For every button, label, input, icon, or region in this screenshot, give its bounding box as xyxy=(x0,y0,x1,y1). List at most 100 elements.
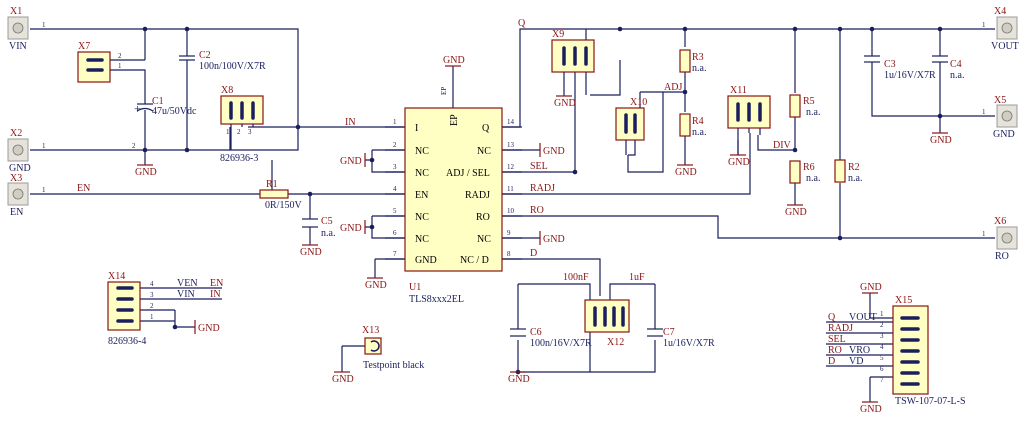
svg-text:12: 12 xyxy=(507,163,515,171)
svg-text:2: 2 xyxy=(132,142,136,150)
svg-text:1: 1 xyxy=(42,142,46,150)
svg-text:RADJ: RADJ xyxy=(465,190,490,201)
svg-text:4: 4 xyxy=(150,280,154,288)
gnd-label: GND xyxy=(365,280,387,291)
svg-text:2: 2 xyxy=(393,141,397,149)
x3-label: EN xyxy=(10,207,23,218)
svg-text:7: 7 xyxy=(393,250,397,258)
gnd-symbol: GND xyxy=(675,164,697,178)
svg-text:NC / D: NC / D xyxy=(460,255,489,266)
gnd-label: GND xyxy=(340,223,362,234)
r3-value: n.a. xyxy=(692,63,706,74)
svg-text:I: I xyxy=(415,123,418,134)
gnd-label: GND xyxy=(785,207,807,218)
svg-text:2: 2 xyxy=(880,321,884,329)
svg-text:8: 8 xyxy=(507,250,511,258)
svg-text:1: 1 xyxy=(150,313,154,321)
svg-text:NC: NC xyxy=(477,146,491,157)
resistor-r3: R3 n.a. xyxy=(679,49,706,74)
c3-ref: C3 xyxy=(884,59,896,70)
gnd-symbol: GND xyxy=(508,371,530,385)
r4-value: n.a. xyxy=(692,127,706,138)
svg-text:SEL: SEL xyxy=(828,334,846,345)
c3-value: 1u/16V/X7R xyxy=(884,70,936,81)
gnd-symbol: GND xyxy=(135,164,157,178)
net-div: DIV xyxy=(773,140,792,151)
svg-text:14: 14 xyxy=(507,118,515,126)
svg-text:VIN: VIN xyxy=(177,289,195,300)
x5-ref: X5 xyxy=(994,95,1006,106)
x1-ref: X1 xyxy=(10,6,22,17)
svg-text:1: 1 xyxy=(42,21,46,29)
capacitor-c6: C6 100n/16V/X7R xyxy=(510,327,592,349)
net-en: EN xyxy=(77,183,90,194)
svg-text:D: D xyxy=(828,356,835,367)
x8-ref: X8 xyxy=(221,85,233,96)
x12-label-100nf: 100nF xyxy=(563,272,589,283)
gnd-symbol: GND xyxy=(930,132,952,146)
svg-text:RO: RO xyxy=(828,345,842,356)
svg-text:4: 4 xyxy=(880,343,884,351)
connector-x10: X10 xyxy=(615,92,647,156)
svg-text:13: 13 xyxy=(507,141,515,149)
gnd-label: GND xyxy=(860,282,882,293)
svg-text:2: 2 xyxy=(150,302,154,310)
gnd-symbol: GND xyxy=(728,154,750,168)
svg-text:5: 5 xyxy=(880,354,884,362)
svg-text:2: 2 xyxy=(237,128,241,136)
gnd-label: GND xyxy=(543,146,565,157)
svg-text:6: 6 xyxy=(880,365,884,373)
svg-text:VOUT: VOUT xyxy=(849,312,877,323)
x9-ref: X9 xyxy=(552,29,564,40)
x15-ref: X15 xyxy=(895,295,912,306)
gnd-symbol: GND xyxy=(365,277,387,291)
capacitor-c1: + C1 47u/50Vdc xyxy=(134,96,197,126)
r5-value: n.a. xyxy=(806,107,820,118)
svg-text:NC: NC xyxy=(477,234,491,245)
r6-ref: R6 xyxy=(803,162,815,173)
svg-text:3: 3 xyxy=(393,163,397,171)
ic-u1: U1 TLS8xxx2EL I NC NC EN NC NC GND Q NC … xyxy=(385,66,522,305)
svg-text:NC: NC xyxy=(415,146,429,157)
svg-text:1: 1 xyxy=(226,128,230,136)
gnd-symbol: GND xyxy=(539,231,565,245)
resistor-r5: R5 n.a. xyxy=(789,94,820,118)
r1-ref: R1 xyxy=(266,179,278,190)
r2-value: n.a. xyxy=(848,173,862,184)
gnd-label: GND xyxy=(543,234,565,245)
svg-text:1: 1 xyxy=(118,62,122,70)
connector-x3: X3 EN 1 xyxy=(7,173,46,218)
svg-text:Q: Q xyxy=(482,123,490,134)
resistor-r2: R2 n.a. xyxy=(834,159,862,184)
svg-text:EN: EN xyxy=(210,278,223,289)
c5-ref: C5 xyxy=(321,216,333,227)
resistor-r4: R4 n.a. xyxy=(679,113,706,138)
junction-dots xyxy=(142,26,943,375)
u1-value: TLS8xxx2EL xyxy=(409,294,464,305)
svg-text:Q: Q xyxy=(828,312,836,323)
connector-x12: X12 100nF 1uF xyxy=(563,272,645,348)
x1-label: VIN xyxy=(9,41,27,52)
c2-value: 100n/100V/X7R xyxy=(199,61,266,72)
svg-text:RADJ: RADJ xyxy=(828,323,853,334)
x10-ref: X10 xyxy=(630,97,647,108)
svg-text:VRO: VRO xyxy=(849,345,870,356)
testpoint-x13: X13 Testpoint black xyxy=(362,325,424,371)
gnd-label: GND xyxy=(198,323,220,334)
gnd-symbols: GND GND GND GND GND GND GND GND GND GND GND GND GND G… xyxy=(135,55,952,415)
r5-ref: R5 xyxy=(803,96,815,107)
net-radj: RADJ xyxy=(530,183,555,194)
gnd-label: GND xyxy=(135,167,157,178)
x7-ref: X7 xyxy=(78,41,90,52)
capacitor-c4: C4 n.a. xyxy=(932,55,964,81)
net-ro: RO xyxy=(530,205,544,216)
x12-ref: X12 xyxy=(607,337,624,348)
net-in: IN xyxy=(345,117,356,128)
svg-text:NC: NC xyxy=(415,212,429,223)
gnd-label: GND xyxy=(675,167,697,178)
gnd-label: GND xyxy=(728,157,750,168)
capacitor-c2: C2 100n/100V/X7R xyxy=(179,50,266,74)
x6-label: RO xyxy=(995,251,1009,262)
gnd-symbol: GND xyxy=(554,95,576,109)
gnd-symbol: GND xyxy=(340,153,366,167)
